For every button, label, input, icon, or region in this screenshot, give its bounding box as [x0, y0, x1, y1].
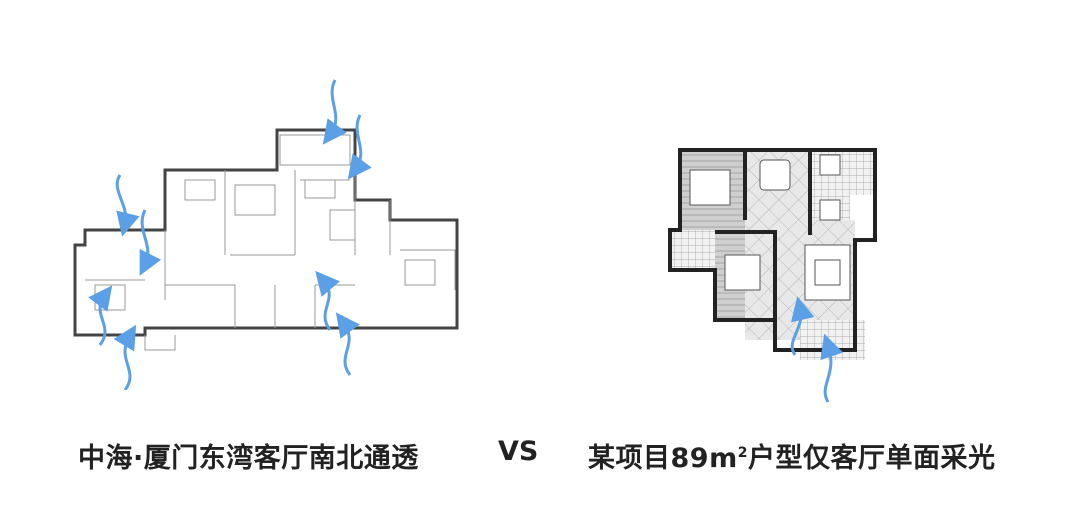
left-floor-plan	[73, 79, 459, 390]
right-plan-caption-rest: 户型仅客厅单面采光	[747, 443, 996, 474]
left-plan-walls	[73, 128, 459, 337]
right-floor-plan	[668, 148, 877, 403]
vs-separator: VS	[498, 436, 539, 467]
right-plan-walls	[668, 148, 877, 352]
left-plan-airflow-arrows	[88, 79, 372, 390]
left-plan-caption: 中海·厦门东湾客厅南北通透	[78, 443, 419, 474]
right-plan-airflow-arrows	[790, 296, 844, 403]
right-plan-caption-main: 某项目89m	[588, 443, 738, 474]
left-plan-interior	[85, 134, 456, 351]
area-unit-superscript: 2	[737, 445, 748, 461]
right-plan-caption: 某项目89m2户型仅客厅单面采光	[588, 436, 995, 475]
right-plan-furniture	[689, 154, 851, 301]
